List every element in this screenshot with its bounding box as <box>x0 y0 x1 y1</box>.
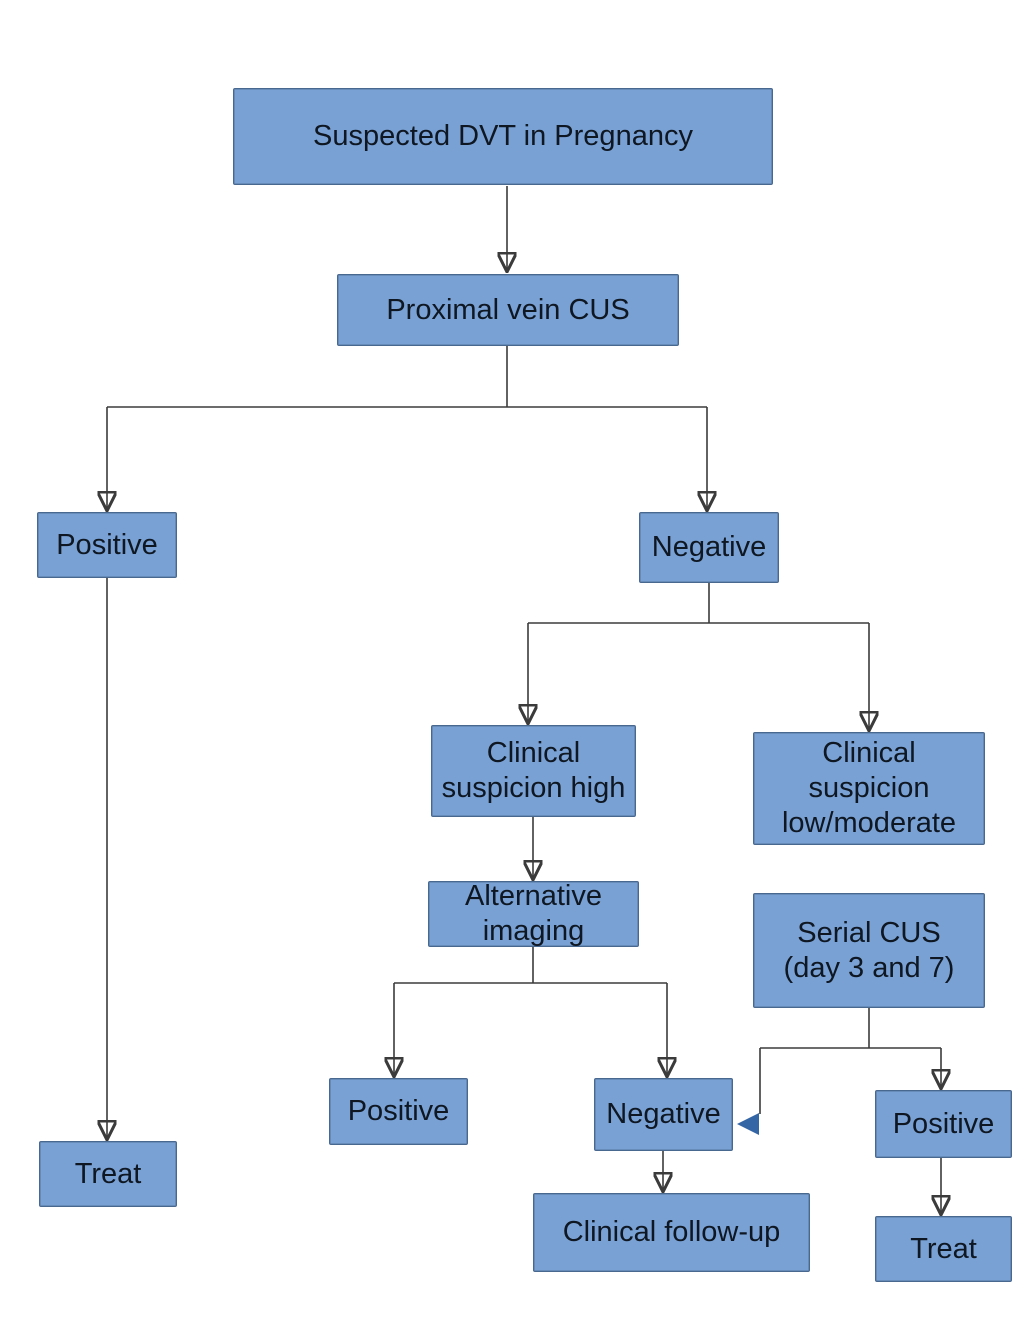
node-treat-right: Treat <box>875 1216 1012 1282</box>
node-alternative-imaging-label: Alternative imaging <box>464 880 602 947</box>
node-cus-positive-label: Positive <box>56 528 158 561</box>
node-cus-positive: Positive <box>37 512 177 578</box>
node-treat-left: Treat <box>39 1141 177 1207</box>
node-serial-positive-label: Positive <box>892 1107 995 1140</box>
node-imaging-negative-label: Negative <box>606 1098 721 1131</box>
node-treat-right-label: Treat <box>910 1232 977 1265</box>
node-clinical-follow-up: Clinical follow-up <box>533 1193 810 1272</box>
node-imaging-positive: Positive <box>329 1078 468 1145</box>
node-suspected-dvt-label: Suspected DVT in Pregnancy <box>313 120 693 153</box>
node-cus-negative-label: Negative <box>651 531 767 564</box>
node-clinical-suspicion-high-label: Clinical suspicion high <box>441 737 626 804</box>
node-treat-left-label: Treat <box>74 1157 142 1190</box>
node-clinical-suspicion-low-moderate-label: Clinical suspicion low/moderate <box>781 737 957 839</box>
node-imaging-positive-label: Positive <box>347 1095 450 1128</box>
node-clinical-suspicion-low-moderate: Clinical suspicion low/moderate <box>753 732 985 845</box>
node-clinical-suspicion-high: Clinical suspicion high <box>431 725 636 817</box>
node-suspected-dvt: Suspected DVT in Pregnancy <box>233 88 773 185</box>
node-cus-negative: Negative <box>639 512 779 583</box>
node-imaging-negative: Negative <box>594 1078 733 1151</box>
node-serial-cus: Serial CUS (day 3 and 7) <box>753 893 985 1008</box>
node-clinical-follow-up-label: Clinical follow-up <box>562 1216 781 1249</box>
left-arrowhead-blue <box>737 1113 759 1135</box>
node-proximal-vein-cus: Proximal vein CUS <box>337 274 679 346</box>
node-proximal-vein-cus-label: Proximal vein CUS <box>386 293 630 326</box>
node-serial-cus-label: Serial CUS (day 3 and 7) <box>783 916 955 984</box>
node-serial-positive: Positive <box>875 1090 1012 1158</box>
node-alternative-imaging: Alternative imaging <box>428 880 639 947</box>
